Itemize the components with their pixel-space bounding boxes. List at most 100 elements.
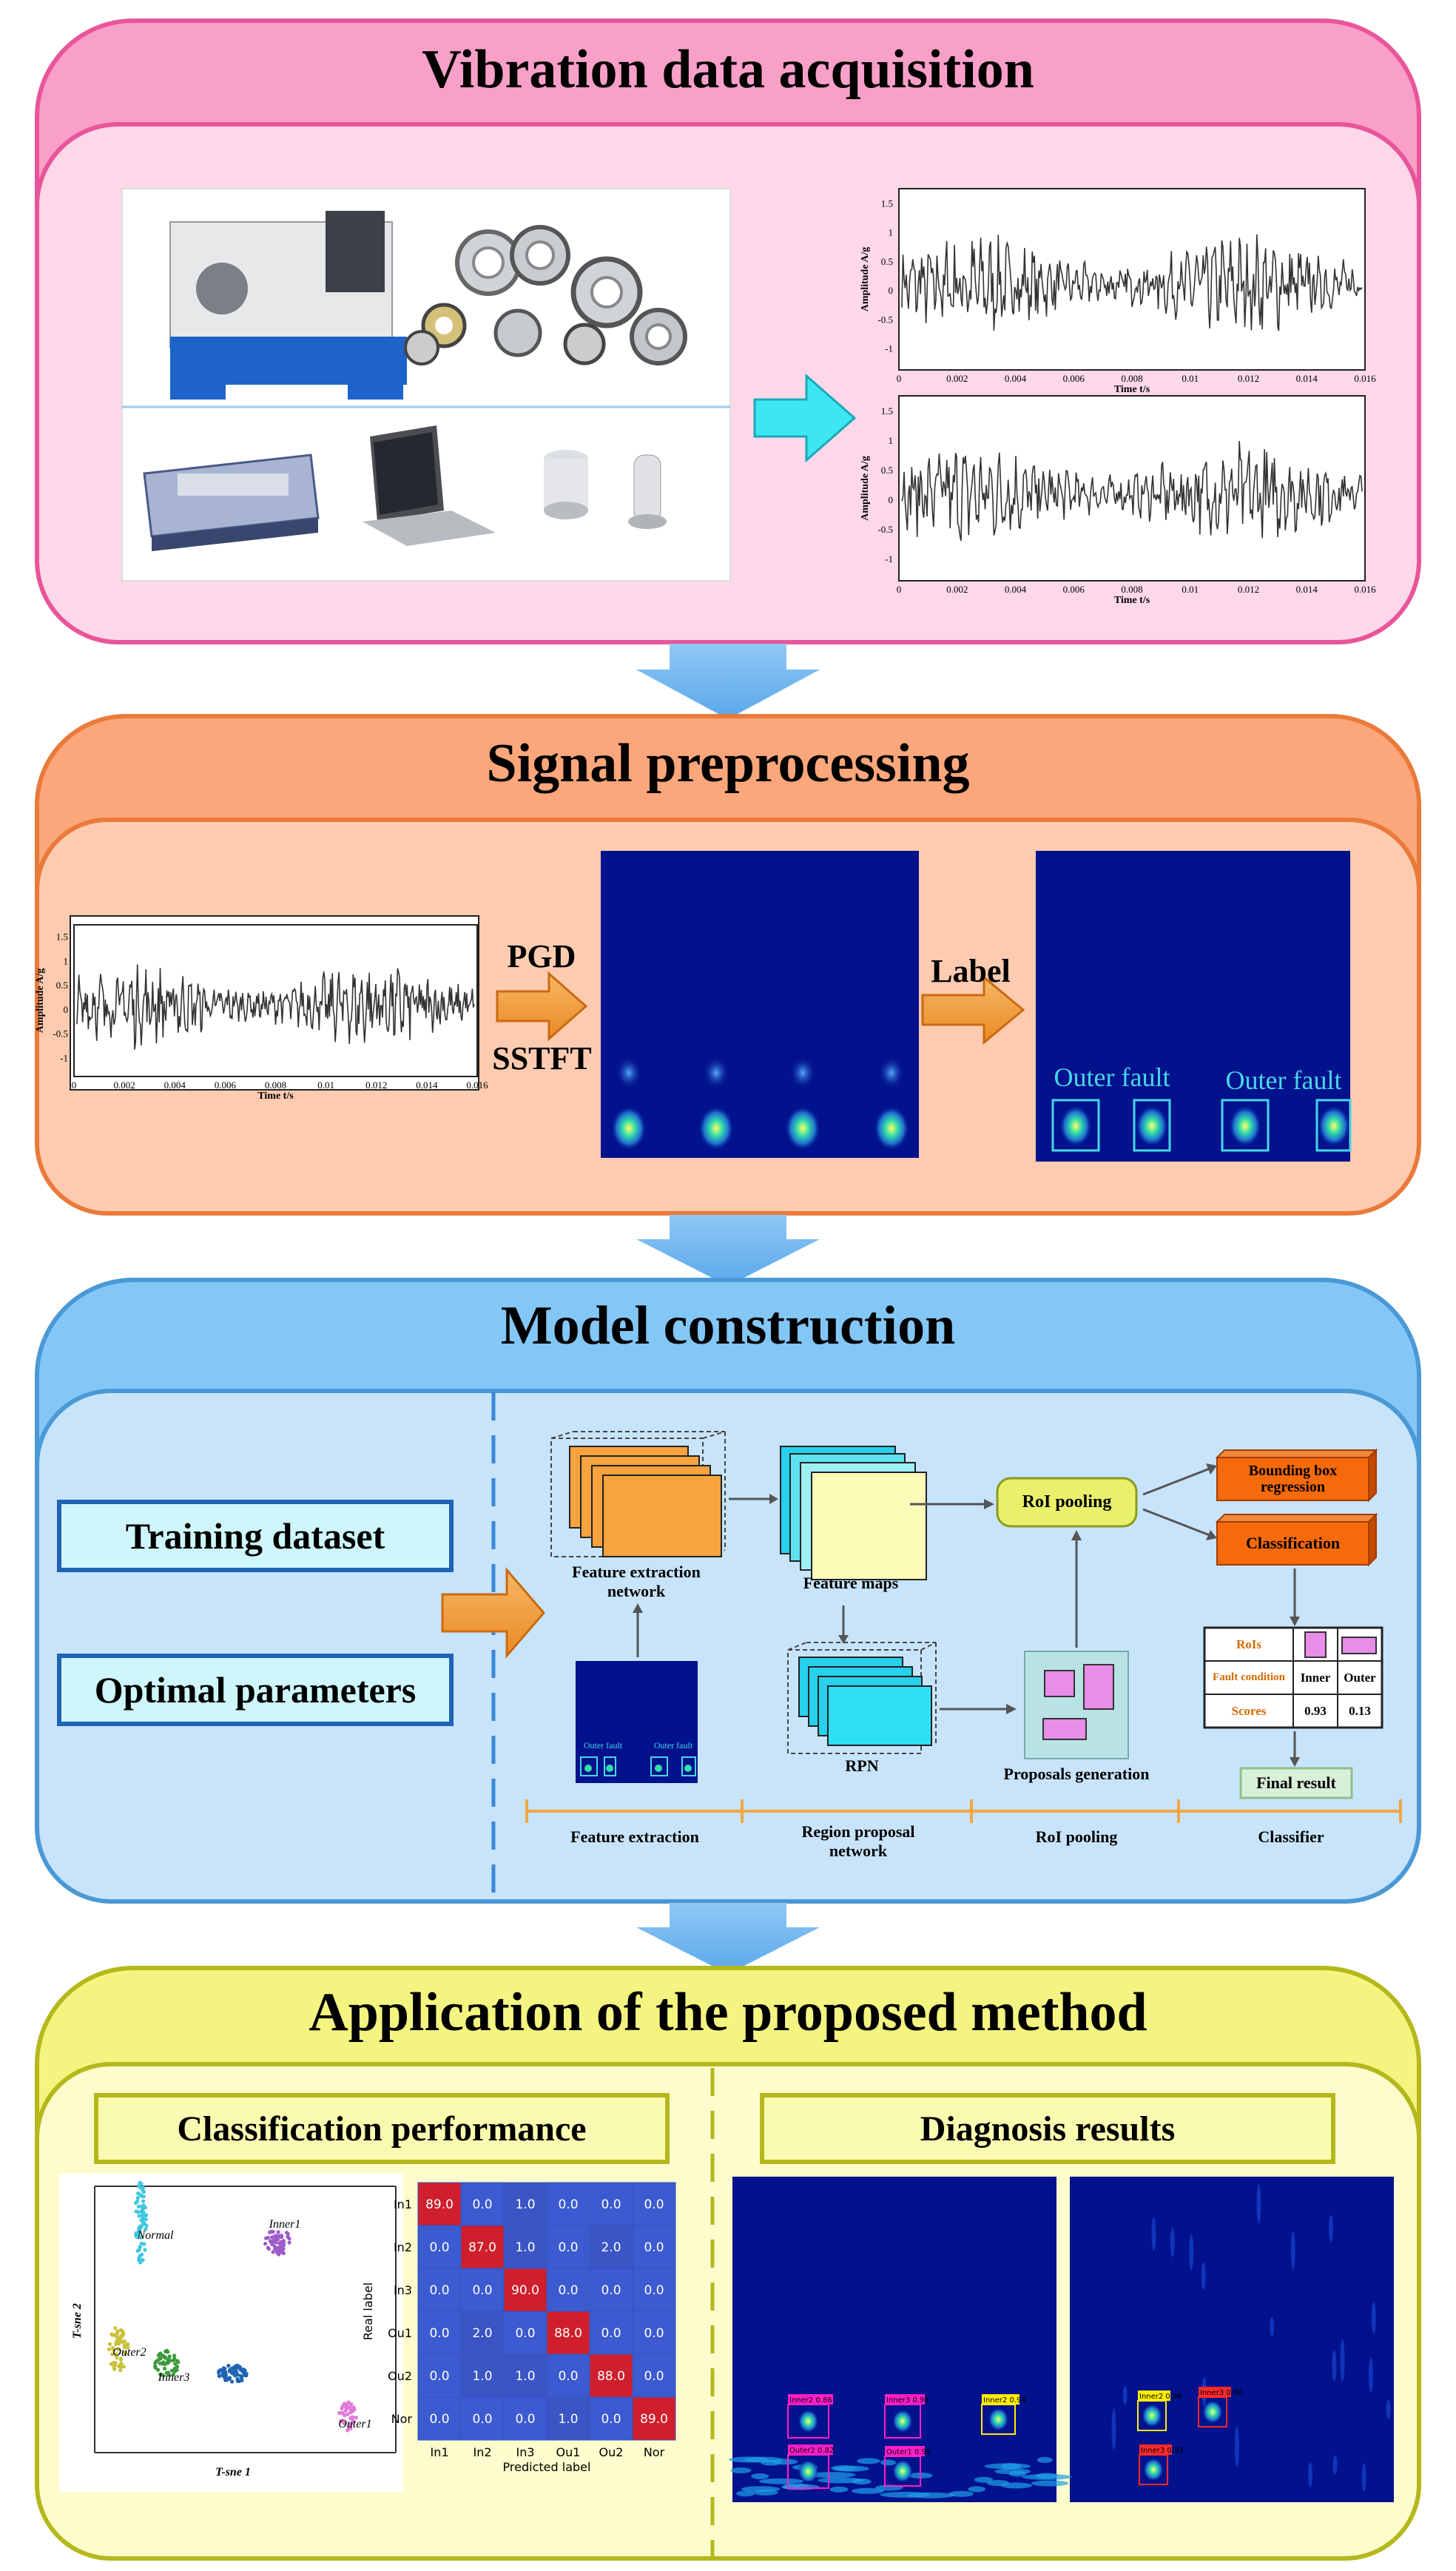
tsne-point <box>346 2412 350 2416</box>
tsne-point <box>142 2242 146 2246</box>
cm-cell <box>632 2353 676 2398</box>
tsne-label-inner3: Inner3 <box>158 2371 190 2384</box>
bbox-regression-label: Bounding box regression <box>1248 1463 1338 1495</box>
x-tick-label: 0.014 <box>416 1079 438 1091</box>
x-tick-label: 0.016 <box>1354 373 1376 384</box>
label-arrow-label: Label <box>931 952 1011 989</box>
tsne-point <box>138 2257 142 2261</box>
spectral-band <box>789 1057 816 1089</box>
classification-performance-box <box>94 2093 670 2164</box>
tsne-point <box>276 2230 280 2234</box>
tsne-point <box>122 2345 127 2350</box>
tsne-point <box>158 2352 162 2356</box>
diagnosis-spectrogram-2 <box>1070 2177 1394 2502</box>
tsne-point <box>158 2356 163 2361</box>
acquisition-to-signal-arrow <box>753 373 857 463</box>
diag-peak <box>892 2459 913 2483</box>
tsne-point <box>226 2376 231 2381</box>
proposals-generation-label: Proposals generation <box>1003 1765 1150 1783</box>
x-tick-label: 0.008 <box>1121 373 1142 384</box>
table-rois-header: RoIs <box>1236 1637 1261 1651</box>
tsne-point <box>139 2182 144 2186</box>
tsne-point <box>348 2426 352 2430</box>
detection-tag <box>788 2394 833 2405</box>
plot-frame <box>73 924 478 1077</box>
table-scores-header: Scores <box>1231 1703 1267 1718</box>
tsne-point <box>223 2375 228 2379</box>
diag-energy-streak <box>730 2467 752 2474</box>
cm-cell <box>632 2311 676 2355</box>
tsne-point <box>139 2204 144 2208</box>
diag-energy-streak <box>1037 2456 1053 2463</box>
tsne-point <box>113 2326 118 2331</box>
tsne-point <box>156 2368 161 2372</box>
cm-col-label: Ou1 <box>556 2445 581 2459</box>
diag-energy-streak <box>729 2456 769 2463</box>
tsne-point <box>122 2339 127 2343</box>
tsne-point <box>281 2243 286 2248</box>
cm-row-label: Ou1 <box>388 2326 412 2340</box>
diag-energy-streak <box>1371 2301 1376 2334</box>
cm-cell <box>589 2396 633 2441</box>
tsne-point <box>140 2217 144 2221</box>
tsne-point <box>343 2408 348 2413</box>
tsne-point <box>175 2365 180 2369</box>
tsne-point <box>226 2363 231 2368</box>
diag-peak <box>892 2409 913 2433</box>
cm-cell-value: 0.0 <box>515 2326 535 2341</box>
cm-cell <box>417 2311 462 2355</box>
tsne-point <box>348 2405 352 2410</box>
cm-cell <box>460 2225 505 2269</box>
detection-label: Inner2 0.94 <box>983 2396 1026 2405</box>
tsne-point <box>344 2405 348 2410</box>
preprocessing-title: Signal preprocessing <box>486 733 970 794</box>
y-tick-label: -0.5 <box>53 1028 68 1039</box>
cm-cell-value: 1.0 <box>515 2369 535 2384</box>
tsne-point <box>134 2209 138 2214</box>
spectral-peak <box>698 1106 734 1150</box>
detection-label: Inner3 0.94 <box>886 2396 929 2405</box>
tsne-point <box>272 2244 277 2248</box>
y-axis-label: Amplitude A/g <box>35 968 46 1034</box>
acquisition-title: Vibration data acquisition <box>422 39 1034 100</box>
table-outer-score: 0.13 <box>1349 1703 1371 1718</box>
diag-energy-streak <box>880 2459 896 2466</box>
sstft-spectrogram <box>601 851 919 1158</box>
tsne-point <box>162 2366 167 2370</box>
y-tick-label: 0.5 <box>881 256 893 267</box>
mini-fault-label-1: Outer fault <box>583 1739 623 1750</box>
cm-cell-value: 89.0 <box>425 2197 454 2212</box>
classification-performance-label: Classification performance <box>177 2109 587 2149</box>
diag-energy-streak <box>1368 2357 1373 2393</box>
tsne-point <box>115 2336 120 2340</box>
cm-cell-value: 0.0 <box>601 2197 621 2212</box>
tsne-ylabel: T-sne 2 <box>71 2303 84 2339</box>
tsne-point <box>112 2365 116 2369</box>
diag-energy-streak <box>818 2477 864 2484</box>
tsne-point <box>138 2245 142 2249</box>
cm-cell <box>460 2311 505 2355</box>
cm-cell <box>503 2311 547 2355</box>
tsne-point <box>274 2247 279 2252</box>
diag-energy-streak <box>968 2486 985 2493</box>
y-axis-label: Amplitude A/g <box>860 247 871 312</box>
x-tick-label: 0.012 <box>1238 584 1259 595</box>
detection-label: Outer1 0.96 <box>886 2448 931 2456</box>
diag-energy-streak <box>857 2458 880 2464</box>
cm-row-label: In2 <box>394 2240 412 2254</box>
cm-cell-value: 0.0 <box>558 2283 578 2298</box>
y-tick-label: 1 <box>889 435 894 446</box>
tsne-point <box>141 2190 146 2194</box>
tsne-point <box>136 2204 141 2209</box>
table-outer-cell: Outer <box>1344 1670 1376 1685</box>
tsne-point <box>126 2342 130 2346</box>
sstft-label: SSTFT <box>492 1039 592 1076</box>
flow-arrow-1 <box>636 644 820 719</box>
pgd-label: PGD <box>507 937 576 974</box>
diag-energy-streak <box>1201 2262 1206 2290</box>
cm-cell-value: 0.0 <box>644 2240 664 2255</box>
x-tick-label: 0.006 <box>1063 584 1085 595</box>
tsne-point <box>118 2338 122 2342</box>
accelerometer-sensors-image <box>544 450 667 529</box>
cm-cell <box>503 2268 547 2312</box>
